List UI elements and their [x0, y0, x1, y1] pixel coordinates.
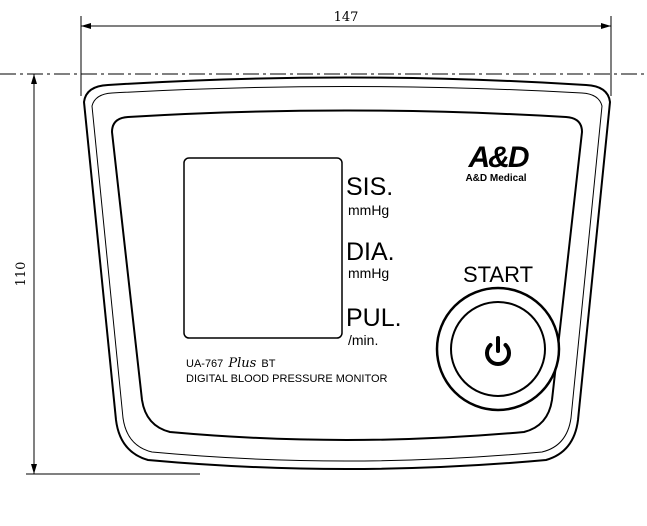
width-dimension-label: 147: [334, 10, 359, 25]
model-prefix: UA-767: [186, 358, 223, 370]
device-outer-shell: [82, 76, 612, 470]
systolic-label: SIS.: [346, 173, 393, 201]
height-arrow-top: [31, 74, 37, 84]
height-arrow-bottom: [31, 464, 37, 474]
device-body: [82, 76, 612, 470]
device-front-panel: [110, 109, 584, 441]
model-description: DIGITAL BLOOD PRESSURE MONITOR: [186, 373, 388, 385]
lcd-display: [183, 157, 343, 339]
brand-logo-text: A&D: [468, 141, 529, 174]
height-dimension-label: 110: [14, 262, 29, 287]
brand-logo: A&D A&D Medical: [465, 141, 530, 184]
diastolic-label: DIA.: [346, 238, 395, 266]
start-label: START: [463, 262, 533, 287]
svg-text:UA-767 Plus BT: UA-767 Plus BT: [186, 356, 276, 371]
width-arrow-left: [81, 23, 91, 29]
pulse-label: PUL.: [346, 304, 402, 332]
start-button[interactable]: [435, 286, 561, 412]
systolic-unit: mmHg: [348, 202, 389, 218]
pulse-unit: /min.: [348, 332, 378, 348]
model-suffix: BT: [261, 358, 275, 370]
model-name: UA-767 Plus BT DIGITAL BLOOD PRESSURE MO…: [186, 356, 388, 385]
width-arrow-right: [601, 23, 611, 29]
height-dimension: 110: [14, 74, 200, 475]
diastolic-unit: mmHg: [348, 265, 389, 281]
width-dimension: 147: [80, 10, 612, 96]
brand-name: A&D Medical: [465, 173, 526, 184]
power-icon: [485, 336, 511, 367]
model-script: Plus: [227, 356, 256, 371]
device-shell-edge: [91, 86, 603, 462]
